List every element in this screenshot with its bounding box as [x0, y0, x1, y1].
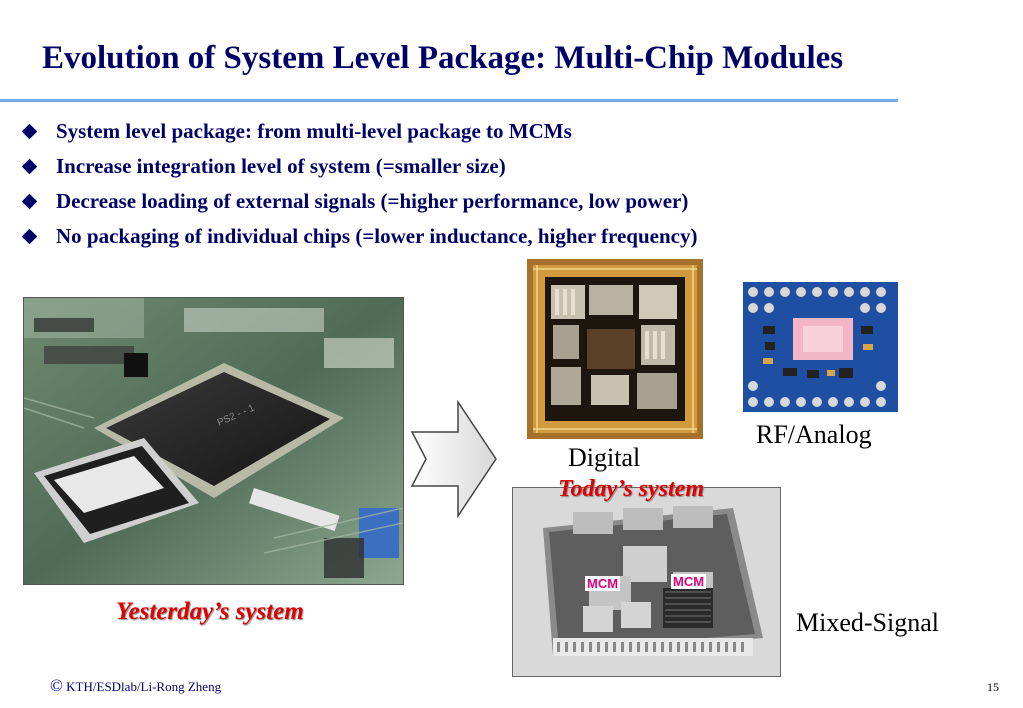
diamond-bullet-icon	[21, 228, 38, 245]
digital-caption: Digital	[568, 443, 641, 472]
yesterday-caption: Yesterday’s system	[116, 598, 304, 625]
right-arrow-icon	[410, 399, 498, 519]
bullet-item: Increase integration level of system (=s…	[21, 151, 697, 186]
bullet-text: Increase integration level of system (=s…	[56, 154, 506, 178]
footer-credit: © KTH/ESDlab/Li-Rong Zheng	[50, 676, 221, 696]
bullet-item: Decrease loading of external signals (=h…	[21, 186, 697, 221]
rf-analog-photo	[743, 282, 898, 412]
diamond-bullet-icon	[21, 123, 38, 140]
mixed-signal-photo: MCM MCM	[512, 487, 781, 677]
bullet-text: System level package: from multi-level p…	[56, 119, 572, 143]
slide-title: Evolution of System Level Package: Multi…	[42, 40, 844, 76]
diamond-bullet-icon	[21, 193, 38, 210]
rf-analog-caption: RF/Analog	[756, 420, 872, 449]
today-caption: Today’s system	[558, 476, 704, 502]
diamond-bullet-icon	[21, 158, 38, 175]
yesterday-system-photo: PS2 - - 1	[23, 297, 404, 585]
page-number: 15	[987, 680, 999, 694]
digital-mcm-photo	[527, 259, 703, 439]
mcm-label: MCM	[585, 576, 621, 591]
bullet-item: No packaging of individual chips (=lower…	[21, 221, 698, 256]
bullet-text: No packaging of individual chips (=lower…	[56, 224, 698, 248]
title-divider	[0, 99, 898, 102]
mixed-signal-caption: Mixed-Signal	[796, 608, 939, 637]
bullet-text: Decrease loading of external signals (=h…	[56, 189, 689, 213]
mcm-label: MCM	[671, 574, 707, 589]
credit-text: KTH/ESDlab/Li-Rong Zheng	[66, 679, 222, 694]
bullet-item: System level package: from multi-level p…	[21, 116, 697, 151]
bullet-list: System level package: from multi-level p…	[21, 116, 698, 256]
copyright-symbol: ©	[50, 676, 63, 695]
